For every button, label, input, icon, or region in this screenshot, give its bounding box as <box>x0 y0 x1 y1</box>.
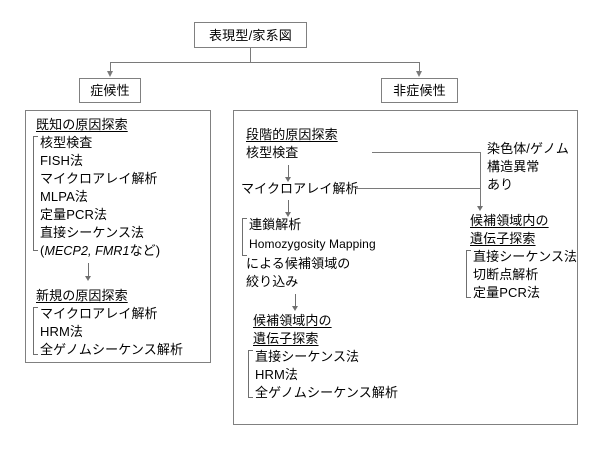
right-candidate-mid-item-2: 全ゲノムシーケンス解析 <box>255 385 399 400</box>
right-candidate-mid-item-1: HRM法 <box>255 367 299 382</box>
right-arrow3-head <box>292 306 298 311</box>
left-section2-item-0: マイクロアレイ解析 <box>40 306 158 321</box>
connector-structural-vertical <box>480 152 481 207</box>
right-candidate-right-item-2: 定量PCR法 <box>473 285 541 300</box>
right-step-microarray: マイクロアレイ解析 <box>241 181 359 196</box>
left-section1-item-5: 直接シーケンス法 <box>40 225 145 240</box>
gene-note-tail: など) <box>129 243 161 258</box>
right-linkage-item-1: Homozygosity Mapping <box>249 237 376 251</box>
connector-fork-right <box>419 62 420 72</box>
right-linkage-continuation-2: 絞り込み <box>246 274 299 289</box>
left-section1-bracket <box>33 136 38 251</box>
panel-nonsyndromic-workflow <box>233 110 578 425</box>
right-candidate-right-heading-1: 候補領域内の <box>470 213 549 228</box>
connector-fork-left <box>110 62 111 72</box>
connector-karyotype-to-structural <box>372 152 480 153</box>
right-candidate-mid-heading-1: 候補領域内の <box>253 313 332 328</box>
right-candidate-right-heading-2: 遺伝子探索 <box>470 231 536 246</box>
arrow-to-syndromic <box>107 71 113 77</box>
node-phenotype-pedigree[interactable]: 表現型/家系図 <box>194 22 307 48</box>
left-section1-heading: 既知の原因探索 <box>36 117 128 132</box>
connector-root-stem <box>250 48 251 62</box>
arrow-to-nonsyndromic <box>416 71 422 77</box>
left-section1-item-2: マイクロアレイ解析 <box>40 171 158 186</box>
left-section2-heading: 新規の原因探索 <box>36 288 128 303</box>
left-arrow-stem <box>88 263 89 277</box>
gene-note-symbols: MECP2, FMR1 <box>44 244 130 258</box>
left-section1-item-4: 定量PCR法 <box>40 207 108 222</box>
node-phenotype-pedigree-label: 表現型/家系図 <box>208 27 292 43</box>
right-structural-line1: 染色体/ゲノム <box>487 141 569 156</box>
node-syndromic[interactable]: 症候性 <box>79 78 141 103</box>
right-candidate-right-item-0: 直接シーケンス法 <box>473 249 578 264</box>
right-heading: 段階的原因探索 <box>246 127 338 142</box>
left-section1-item-3: MLPA法 <box>40 189 88 204</box>
node-syndromic-label: 症候性 <box>90 83 130 98</box>
left-section2-item-1: HRM法 <box>40 324 84 339</box>
left-section1-gene-note: (MECP2, FMR1など) <box>40 243 160 259</box>
right-linkage-bracket <box>242 218 247 256</box>
right-candidate-right-bracket <box>466 250 471 298</box>
right-candidate-right-item-1: 切断点解析 <box>473 267 539 282</box>
gene-note-open: ( <box>40 243 45 258</box>
right-arrow2-head <box>285 212 291 217</box>
right-arrow1-head <box>285 177 291 182</box>
left-section1-item-1: FISH法 <box>40 153 84 168</box>
right-arrow3-stem <box>295 294 296 307</box>
right-candidate-mid-heading-2: 遺伝子探索 <box>253 331 319 346</box>
right-candidate-mid-item-0: 直接シーケンス法 <box>255 349 360 364</box>
right-candidate-mid-bracket <box>248 350 253 398</box>
right-arrow1-stem <box>288 165 289 178</box>
left-section1-item-0: 核型検査 <box>40 135 93 150</box>
panel-syndromic-workflow <box>25 110 211 363</box>
right-arrow2-stem <box>288 200 289 213</box>
node-nonsyndromic-label: 非症候性 <box>393 83 446 98</box>
connector-structural-arrow <box>477 206 483 211</box>
right-linkage-continuation-1: による候補領域の <box>246 256 351 271</box>
right-structural-line3: あり <box>487 177 514 192</box>
left-section2-bracket <box>33 307 38 355</box>
right-linkage-item-0: 連鎖解析 <box>249 217 302 232</box>
connector-fork-bar <box>110 62 420 63</box>
left-arrow-head <box>85 276 91 281</box>
right-structural-line2: 構造異常 <box>487 159 540 174</box>
left-section2-item-2: 全ゲノムシーケンス解析 <box>40 342 184 357</box>
connector-microarray-to-structural <box>355 188 480 189</box>
node-nonsyndromic[interactable]: 非症候性 <box>381 78 458 103</box>
right-step-karyotype: 核型検査 <box>246 145 299 160</box>
